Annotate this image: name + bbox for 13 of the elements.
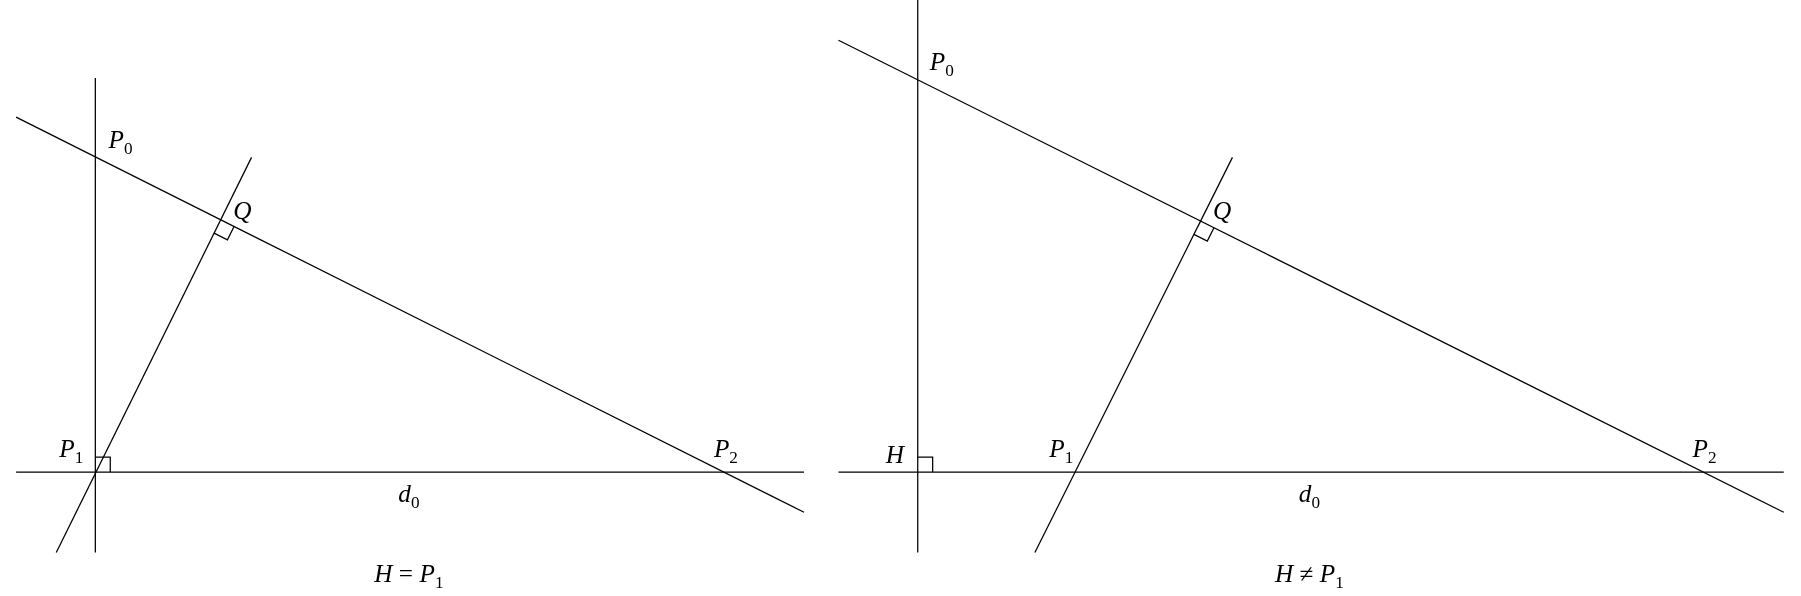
line-label: d$_{0}$ bbox=[1298, 481, 1321, 512]
point-label: P$_{1}$ bbox=[59, 436, 84, 467]
figure-caption: H = P$_{1}$ bbox=[374, 561, 444, 592]
point-label: P$_{2}$ bbox=[713, 436, 738, 467]
point-label: P$_{0}$ bbox=[929, 49, 954, 80]
point-label: H bbox=[885, 442, 904, 468]
point-label: P$_{2}$ bbox=[1692, 436, 1717, 467]
point-label: P$_{0}$ bbox=[108, 127, 133, 158]
point-label: Q bbox=[233, 198, 252, 224]
point-label: Q bbox=[1213, 198, 1232, 224]
figure-caption: H ≠ P$_{1}$ bbox=[1275, 561, 1344, 592]
point-label: P$_{1}$ bbox=[1049, 436, 1074, 467]
line-label: d$_{0}$ bbox=[398, 481, 420, 512]
